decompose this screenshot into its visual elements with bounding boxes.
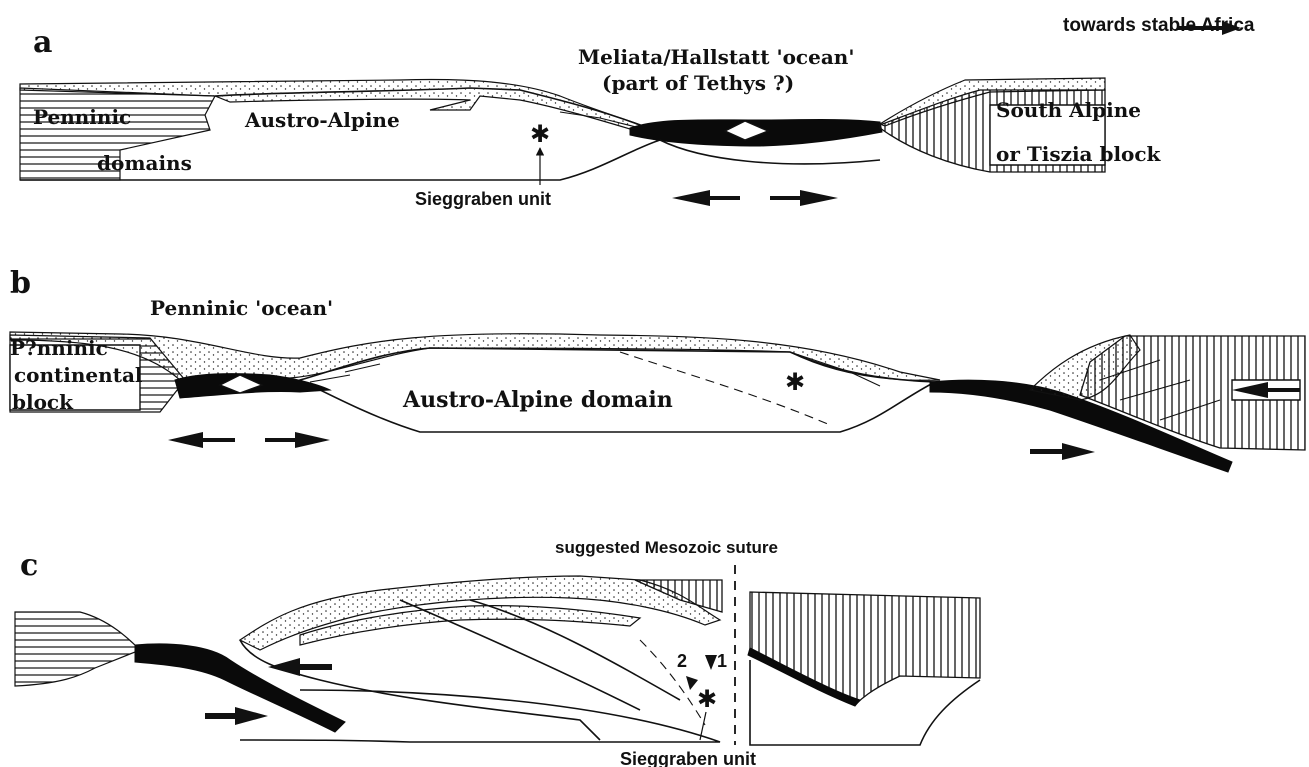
panel-b: b Penninic 'ocean' P?nninic continental … (10, 266, 1305, 472)
africa-direction-note: towards stable Africa (1063, 15, 1255, 36)
panel-c-nappe-outline (240, 640, 600, 740)
marker-1-label: 1 (717, 651, 727, 671)
penninic-block-label: P?nninic (10, 336, 108, 360)
rift-arrow-left-icon (168, 432, 235, 448)
tethys-label: (part of Tethys ?) (602, 71, 794, 95)
panel-a: a Penninic domains Austro-Alpine Meliata… (20, 25, 1162, 209)
panel-c-letter: c (20, 548, 38, 583)
subduction-arrow-icon (1030, 443, 1095, 460)
panel-c: c suggested Mesozoic suture 2 1 ✱ Sie (15, 538, 980, 767)
continental-label: continental (14, 363, 143, 387)
panel-c-thrust-arrow-icon (268, 658, 332, 676)
meliata-ocean-label: Meliata/Hallstatt 'ocean' (578, 45, 854, 69)
mesozoic-suture-label: suggested Mesozoic suture (555, 538, 778, 557)
sieggraben-star-b-icon: ✱ (785, 369, 805, 396)
sieggraben-label-c: Sieggraben unit (620, 749, 756, 767)
penninic-ocean-label: Penninic 'ocean' (150, 296, 333, 320)
austro-alpine-domain-label: Austro-Alpine domain (402, 387, 673, 413)
rift-arrow-right-icon (265, 432, 330, 448)
marker-2-label: 2 (677, 651, 687, 671)
panel-b-letter: b (10, 266, 31, 301)
panel-c-south-alpine-stripes (750, 592, 980, 705)
extension-arrow-left-icon (672, 190, 740, 206)
sieggraben-star-icon: ✱ (530, 121, 550, 148)
domains-label: domains (97, 151, 192, 175)
sieggraben-label-a: Sieggraben unit (415, 189, 551, 209)
sieggraben-star-c-icon: ✱ (697, 686, 717, 713)
block-label: block (12, 390, 74, 414)
panel-c-subduction-arrow-icon (205, 707, 268, 725)
extension-arrow-right-icon (770, 190, 838, 206)
panel-c-penninic-stripes (15, 612, 140, 686)
panel-a-letter: a (33, 25, 52, 60)
south-alpine-label: South Alpine (996, 98, 1141, 122)
penninic-label: Penninic (33, 105, 131, 129)
austro-alpine-label: Austro-Alpine (244, 108, 400, 132)
marker-1-triangle-icon (705, 655, 717, 670)
tiszia-label: or Tiszia block (996, 142, 1162, 166)
